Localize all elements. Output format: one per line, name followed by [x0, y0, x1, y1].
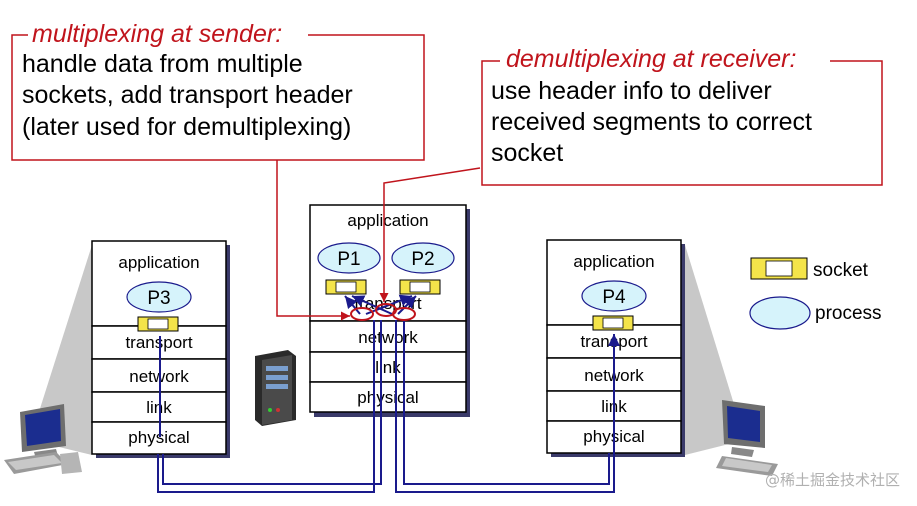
right-process-label: P4 — [602, 287, 626, 308]
middle-layer-application: application — [347, 211, 428, 230]
right-process-p4 — [581, 280, 647, 312]
legend-process-label: process — [815, 303, 882, 324]
middle-host-stack: application P1 P2 transport network link… — [309, 204, 470, 417]
receiver-callout-line-2: received segments to correct — [491, 108, 812, 136]
receiver-callout-line-3: socket — [491, 139, 563, 167]
sender-callout-line-2: sockets, add transport header — [22, 81, 353, 109]
left-process-p3 — [126, 281, 192, 313]
middle-process-p1-label: P1 — [337, 249, 360, 270]
watermark: @稀土掘金技术社区 — [765, 471, 900, 489]
right-layer-application: application — [573, 252, 654, 271]
sender-leader-line — [276, 160, 350, 321]
sender-callout-line-1: handle data from multiple — [22, 50, 303, 78]
receiver-callout-title: demultiplexing at receiver: — [506, 45, 796, 73]
sender-callout-title: multiplexing at sender: — [32, 20, 282, 48]
left-process-label: P3 — [147, 288, 170, 309]
receiver-leader-line — [379, 167, 481, 302]
middle-layer-physical: physical — [357, 388, 418, 407]
left-shadow-cone — [30, 245, 92, 455]
sender-callout-line-3: (later used for demultiplexing) — [22, 113, 351, 141]
sender-callout: multiplexing at sender: handle data from… — [11, 20, 425, 161]
middle-process-p2-label: P2 — [411, 249, 434, 270]
middle-layer-network: network — [358, 328, 418, 347]
physical-links — [157, 294, 620, 493]
right-host-stack: application P4 transport network link ph… — [546, 239, 685, 457]
right-computer-icon — [716, 400, 778, 476]
left-layer-physical: physical — [128, 428, 189, 447]
left-computer-icon — [4, 404, 82, 474]
receiver-callout-line-1: use header info to deliver — [491, 77, 772, 105]
legend-process-icon — [749, 296, 811, 330]
header-markers — [350, 303, 416, 321]
middle-layer-link: link — [375, 358, 401, 377]
server-icon — [255, 350, 296, 426]
legend-socket-label: socket — [813, 260, 869, 281]
middle-process-p1 — [317, 242, 381, 274]
left-layer-application: application — [118, 253, 199, 272]
receiver-callout: demultiplexing at receiver: use header i… — [481, 45, 883, 186]
legend: socket process — [749, 257, 882, 330]
middle-process-p2 — [391, 242, 455, 274]
